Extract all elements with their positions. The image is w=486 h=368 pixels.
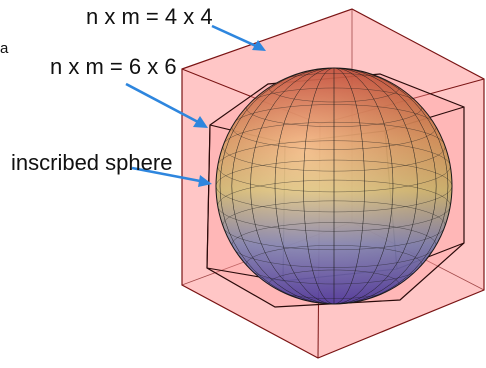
sphere-shading	[216, 68, 452, 304]
inscribed-sphere	[216, 68, 452, 304]
arrow-to-outer-cube	[212, 26, 266, 51]
prism-label: n x m = 6 x 6	[50, 54, 177, 80]
outer-cube-label: n x m = 4 x 4	[86, 4, 213, 30]
sphere-label: inscribed sphere	[11, 150, 172, 176]
left-edge-fragment: a	[0, 40, 8, 57]
